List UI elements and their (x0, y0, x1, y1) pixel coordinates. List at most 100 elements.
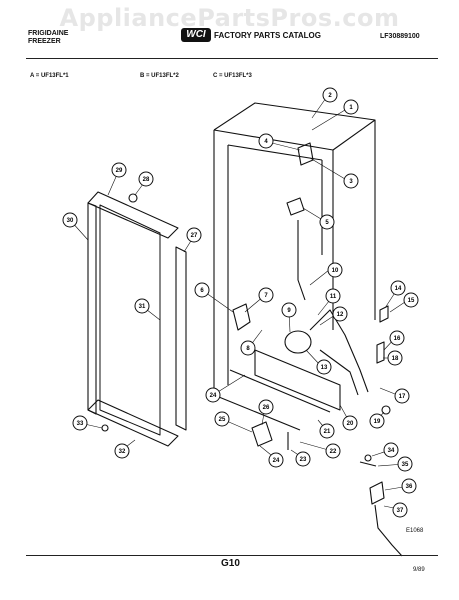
part-33 (101, 424, 109, 432)
cabinet-front (213, 130, 301, 431)
callout-23: 23 (295, 451, 311, 467)
svg-text:33: 33 (77, 421, 84, 427)
callout-25: 25 (214, 411, 230, 427)
svg-text:28: 28 (143, 177, 150, 183)
diagram-code: E1068 (406, 528, 424, 534)
footer-rule (26, 555, 438, 556)
callout-4: 4 (258, 133, 274, 149)
svg-text:37: 37 (397, 508, 404, 514)
lower-hinge (251, 421, 273, 447)
callout-3: 3 (343, 173, 359, 189)
model-c: C = UF13FL*3 (213, 73, 252, 79)
callout-32: 32 (114, 443, 130, 459)
callout-31: 31 (134, 298, 150, 314)
callout-18: 18 (387, 350, 403, 366)
compressor-lines (309, 309, 369, 393)
svg-text:2: 2 (328, 93, 332, 99)
svg-text:29: 29 (116, 168, 123, 174)
svg-text:31: 31 (139, 304, 146, 310)
svg-text:22: 22 (330, 449, 337, 455)
compressor (284, 330, 312, 354)
leader-lines (69, 97, 410, 510)
callout-20: 20 (342, 415, 358, 431)
part-19 (381, 405, 391, 415)
callout-15: 15 (403, 292, 419, 308)
callout-17: 17 (394, 388, 410, 404)
callout-37: 37 (392, 502, 408, 518)
cabinet-inner-top (227, 144, 323, 161)
brand-name: FRIGIDAINE FREEZER (28, 30, 68, 46)
model-a: A = UF13FL*1 (30, 73, 69, 79)
catalog-title: FACTORY PARTS CATALOG (214, 31, 321, 40)
door-panel (99, 204, 161, 436)
model-b: B = UF13FL*2 (140, 73, 179, 79)
callout-35: 35 (397, 456, 413, 472)
svg-text:34: 34 (388, 448, 395, 454)
callout-24-upper: 24 (205, 387, 221, 403)
callout-33: 33 (72, 415, 88, 431)
callout-6: 6 (194, 282, 210, 298)
callout-2: 2 (322, 87, 338, 103)
svg-text:25: 25 (219, 417, 226, 423)
page-number: G10 (221, 558, 240, 569)
part-34 (364, 454, 372, 462)
svg-text:10: 10 (332, 268, 339, 274)
callout-12: 12 (332, 306, 348, 322)
callout-13: 13 (316, 359, 332, 375)
callout-16: 16 (389, 330, 405, 346)
svg-text:6: 6 (200, 288, 204, 294)
svg-text:24: 24 (273, 458, 280, 464)
callout-14: 14 (390, 280, 406, 296)
brand-line-1: FRIGIDAINE (28, 30, 69, 37)
callout-34: 34 (383, 442, 399, 458)
part-36 (369, 481, 385, 505)
bracket-5 (286, 197, 305, 216)
door-gasket-left (87, 202, 97, 415)
callout-36: 36 (401, 478, 417, 494)
callout-1: 1 (343, 99, 359, 115)
svg-text:24: 24 (210, 393, 217, 399)
base-pan (254, 349, 341, 411)
svg-text:30: 30 (67, 218, 74, 224)
svg-text:7: 7 (264, 293, 268, 299)
svg-text:3: 3 (349, 179, 353, 185)
callout-30: 30 (62, 212, 78, 228)
svg-text:9: 9 (287, 308, 291, 314)
base-rail (229, 369, 331, 413)
svg-text:4: 4 (264, 139, 268, 145)
svg-text:36: 36 (406, 484, 413, 490)
callout-19: 19 (369, 413, 385, 429)
part-37-cord (374, 504, 403, 557)
svg-text:32: 32 (119, 449, 126, 455)
svg-text:27: 27 (191, 233, 198, 239)
door-top-bar (87, 191, 179, 239)
callout-28: 28 (138, 171, 154, 187)
svg-text:12: 12 (337, 312, 344, 318)
svg-text:13: 13 (321, 365, 328, 371)
part-28 (128, 193, 138, 203)
svg-text:14: 14 (395, 286, 402, 292)
svg-text:16: 16 (394, 336, 401, 342)
watermark: AppliancePartsPros.com (59, 4, 400, 32)
svg-text:19: 19 (374, 419, 381, 425)
door-hinge-strip (175, 246, 187, 431)
svg-text:26: 26 (263, 405, 270, 411)
callout-27: 27 (186, 227, 202, 243)
bracket-3 (297, 142, 314, 166)
svg-text:20: 20 (347, 421, 354, 427)
callout-24-lower: 24 (268, 452, 284, 468)
callout-11: 11 (325, 288, 341, 304)
svg-text:35: 35 (402, 462, 409, 468)
condenser-line (319, 349, 359, 396)
callout-21: 21 (319, 423, 335, 439)
svg-text:5: 5 (325, 220, 329, 226)
latch-bracket (232, 303, 251, 331)
callout-29: 29 (111, 162, 127, 178)
svg-text:18: 18 (392, 356, 399, 362)
svg-text:17: 17 (399, 394, 406, 400)
callouts: 1 2 3 4 5 6 7 8 9 10 11 12 13 14 15 16 1… (62, 87, 419, 518)
brand-line-2: FREEZER (28, 38, 61, 45)
header-rule (26, 58, 438, 59)
drain-tube (297, 220, 306, 301)
